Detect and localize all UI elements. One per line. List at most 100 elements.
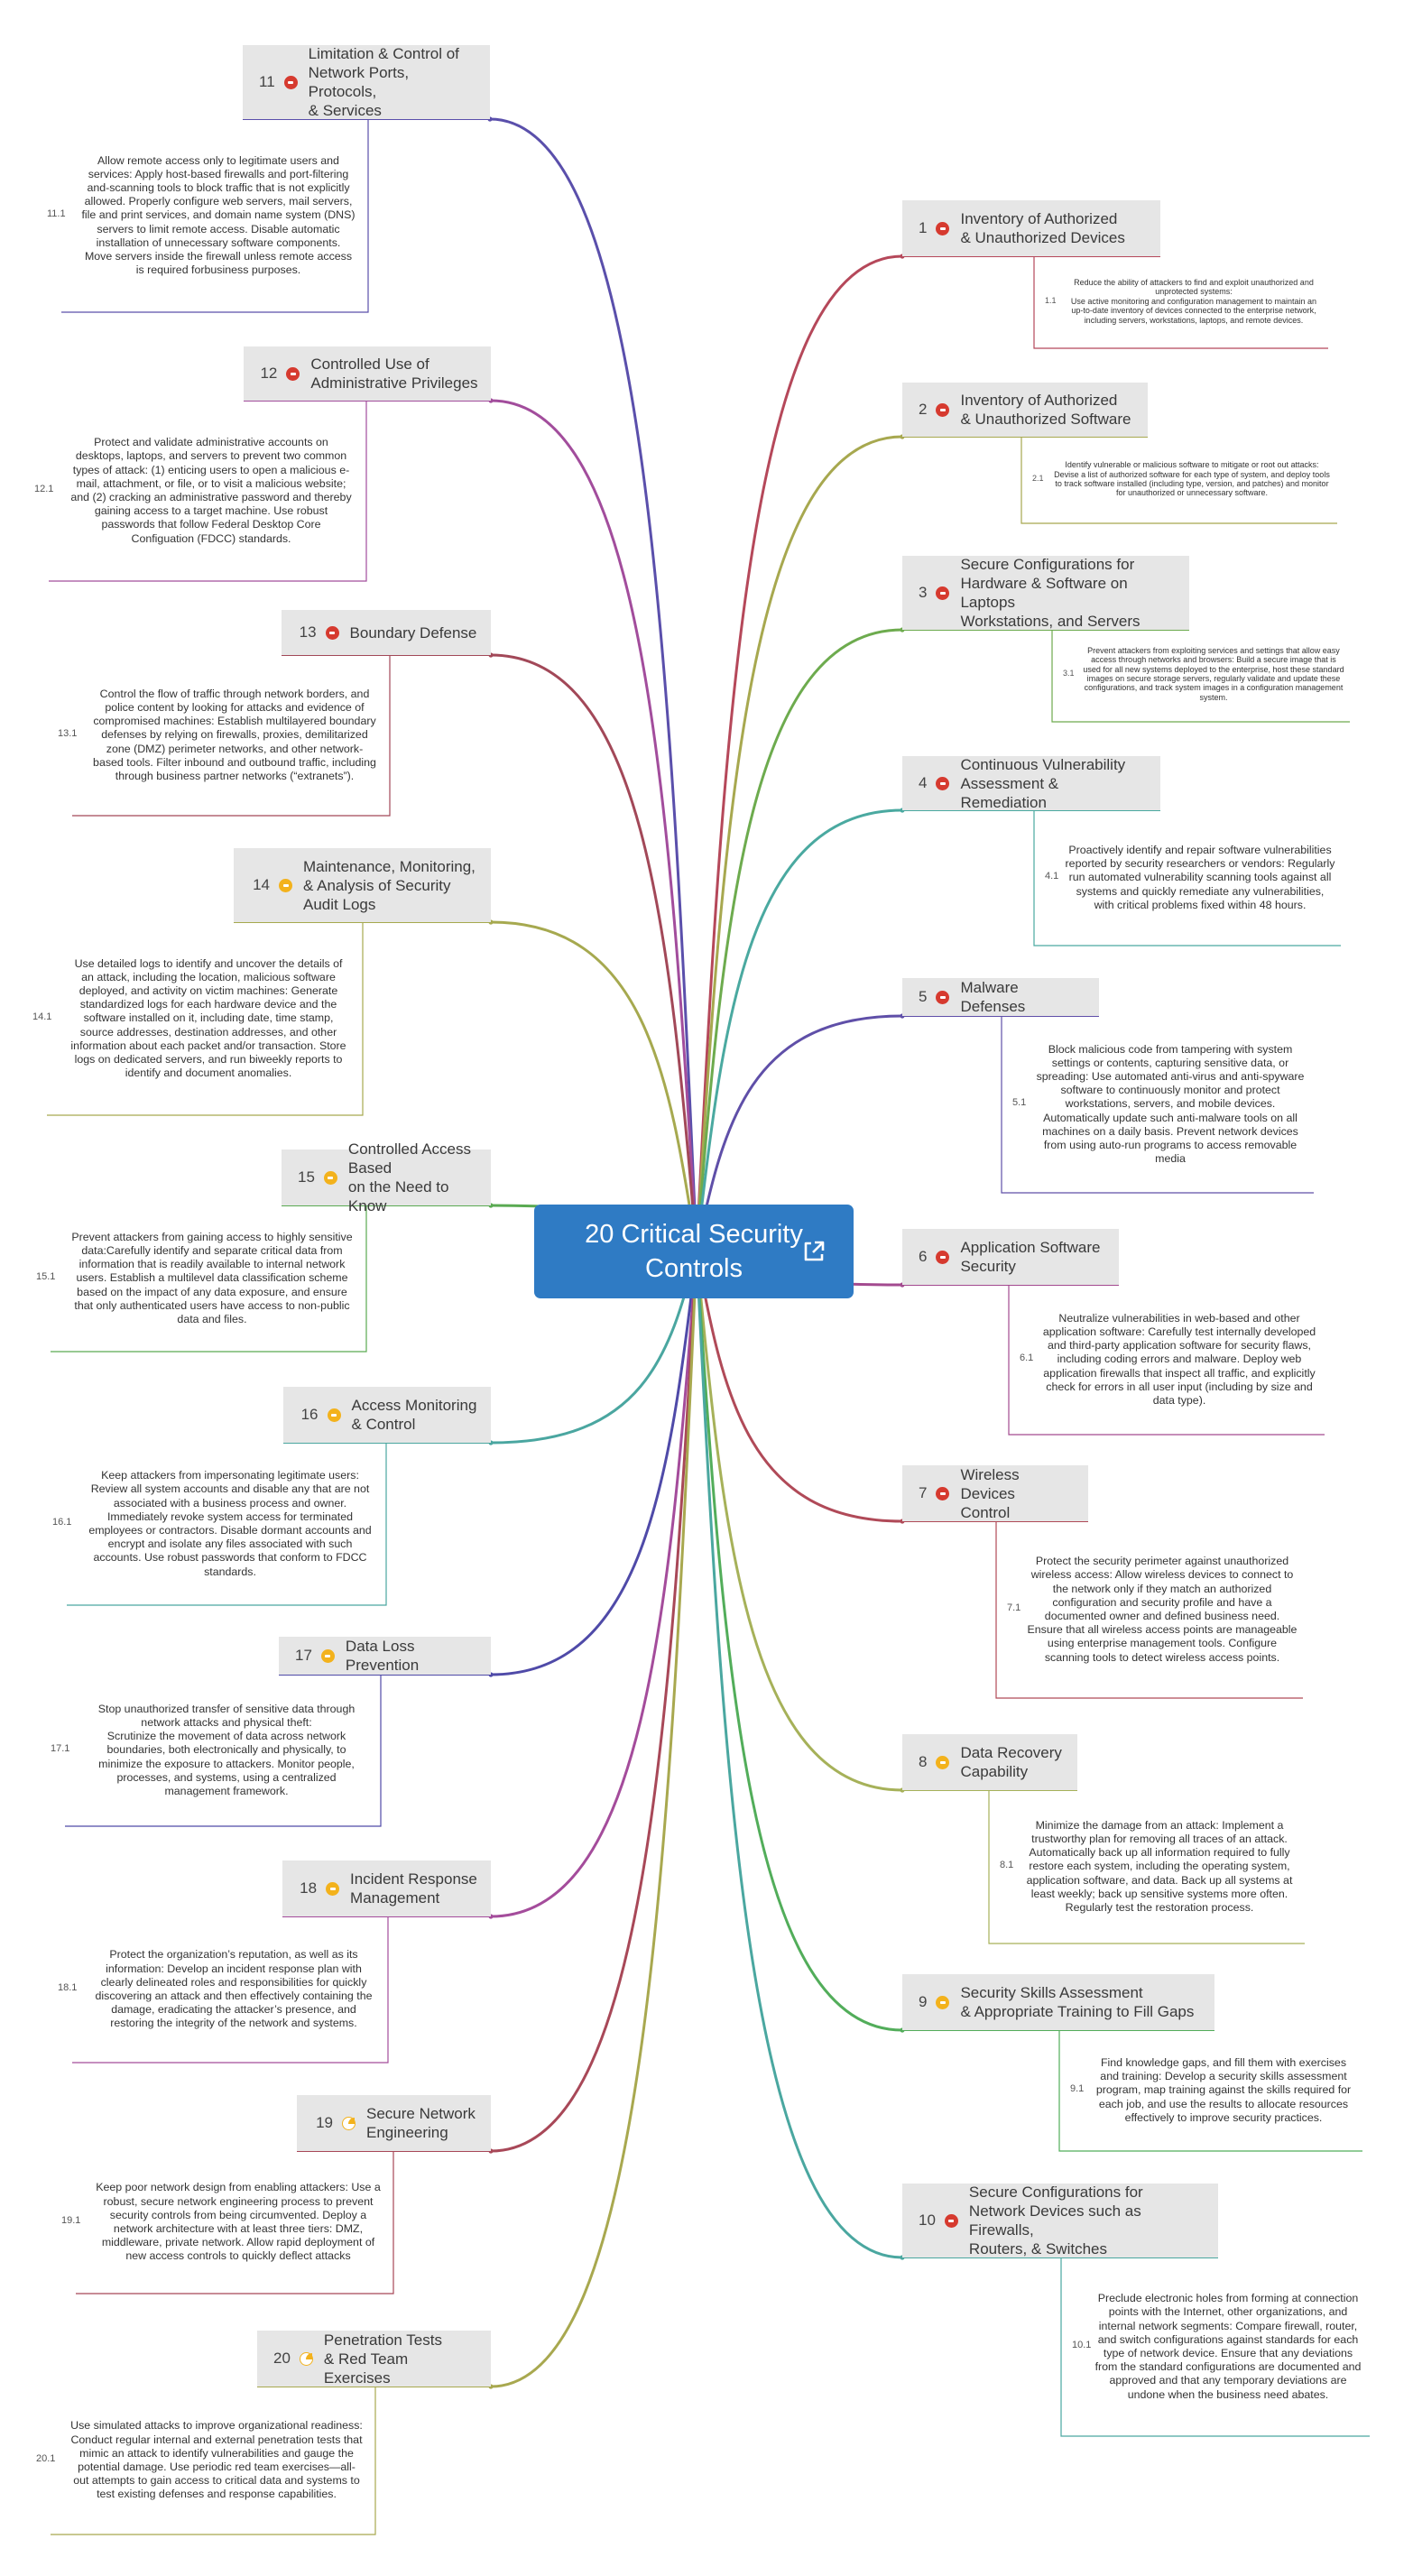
control-title: Secure Configurations for Hardware & Sof… — [960, 556, 1141, 630]
branch-line-12 — [490, 399, 698, 1252]
detail-number: 9.1 — [1070, 2083, 1085, 2094]
control-topic-2[interactable]: 2 Inventory of Authorized & Unauthorized … — [902, 383, 1148, 437]
detail-number: 18.1 — [58, 1982, 78, 1993]
detail-number: 12.1 — [34, 484, 54, 494]
control-detail-1[interactable]: 1.1 Reduce the ability of attackers to fi… — [1034, 254, 1328, 348]
detail-text: Protect the security perimeter against u… — [1027, 1555, 1298, 1664]
detail-number: 10.1 — [1072, 2340, 1092, 2350]
detail-number: 2.1 — [1032, 474, 1044, 483]
control-detail-12[interactable]: 12.1 Protect and validate administrative … — [34, 401, 366, 581]
control-number: 10 — [919, 2211, 936, 2229]
control-detail-9[interactable]: 9.1 Find knowledge gaps, and fill them wi… — [1059, 2030, 1362, 2151]
priority-medium-icon — [327, 1408, 341, 1422]
detail-text: Block malicious code from tampering with… — [1036, 1042, 1305, 1166]
detail-text: Keep attackers from impersonating legiti… — [88, 1469, 372, 1578]
control-title: Security Skills Assessment & Appropriate… — [960, 1984, 1195, 2020]
detail-number: 1.1 — [1045, 296, 1057, 305]
control-title: Inventory of Authorized & Unauthorized D… — [960, 210, 1125, 246]
control-title: Limitation & Control of Network Ports, P… — [308, 45, 459, 119]
priority-high-icon — [944, 2213, 958, 2228]
control-topic-3[interactable]: 3 Secure Configurations for Hardware & So… — [902, 556, 1189, 630]
detail-text: Identify vulnerable or malicious softwar… — [1054, 460, 1330, 498]
branch-line-19 — [490, 1251, 698, 2153]
detail-number: 11.1 — [47, 208, 66, 219]
detail-number: 5.1 — [1012, 1097, 1027, 1108]
priority-partial-icon — [341, 2116, 356, 2130]
detail-number: 4.1 — [1045, 871, 1059, 882]
priority-medium-icon — [279, 878, 293, 892]
detail-number: 3.1 — [1063, 669, 1075, 678]
branch-line-17 — [490, 1251, 698, 1676]
control-detail-11[interactable]: 11.1 Allow remote access only to legitima… — [47, 119, 368, 312]
control-number: 14 — [253, 876, 271, 893]
detail-number: 8.1 — [1000, 1860, 1014, 1870]
control-title: Inventory of Authorized & Unauthorized S… — [960, 392, 1131, 428]
detail-text: Prevent attackers from gaining access to… — [71, 1230, 353, 1325]
priority-high-icon — [936, 1486, 950, 1500]
control-number: 8 — [919, 1753, 928, 1770]
detail-number: 19.1 — [61, 2215, 81, 2226]
control-number: 2 — [919, 401, 928, 418]
control-detail-2[interactable]: 2.1 Identify vulnerable or malicious soft… — [1021, 435, 1337, 523]
control-number: 19 — [316, 2114, 333, 2131]
control-title: Malware Defenses — [960, 979, 1026, 1015]
detail-number: 17.1 — [51, 1743, 70, 1754]
control-number: 3 — [919, 584, 928, 601]
detail-number: 7.1 — [1007, 1602, 1021, 1613]
control-title: Secure Configurations for Network Device… — [968, 2184, 1143, 2257]
control-title: Access Monitoring & Control — [351, 1397, 477, 1433]
control-detail-5[interactable]: 5.1 Block malicious code from tampering w… — [1002, 1016, 1314, 1193]
branch-line-13 — [490, 653, 698, 1252]
detail-text: Allow remote access only to legitimate u… — [81, 153, 356, 277]
branch-line-3 — [695, 628, 903, 1252]
external-link-icon[interactable] — [801, 1239, 827, 1264]
control-topic-10[interactable]: 10 Secure Configurations for Network Devi… — [902, 2184, 1218, 2257]
detail-text: Neutralize vulnerabilities in web-based … — [1042, 1311, 1316, 1407]
control-title: Application Software Security — [960, 1239, 1101, 1275]
branch-line-9 — [695, 1251, 903, 2032]
detail-number: 14.1 — [32, 1011, 52, 1022]
control-topic-11[interactable]: 11 Limitation & Control of Network Ports,… — [243, 45, 490, 119]
control-detail-7[interactable]: 7.1 Protect the security perimeter agains… — [996, 1521, 1303, 1698]
control-number: 18 — [300, 1879, 318, 1897]
control-topic-5[interactable]: 5 Malware Defenses — [902, 978, 1099, 1016]
priority-medium-icon — [323, 1170, 337, 1185]
priority-high-icon — [325, 625, 339, 640]
detail-text: Protect and validate administrative acco… — [70, 436, 352, 545]
detail-text: Find knowledge gaps, and fill them with … — [1095, 2055, 1352, 2124]
control-detail-8[interactable]: 8.1 Minimize the damage from an attack: I… — [989, 1790, 1305, 1944]
control-number: 11 — [259, 73, 275, 90]
detail-text: Minimize the damage from an attack: Impl… — [1026, 1818, 1293, 1914]
central-topic[interactable]: 20 Critical Security Controls — [534, 1205, 854, 1298]
priority-high-icon — [283, 75, 298, 89]
control-number: 5 — [919, 988, 928, 1005]
detail-text: Reduce the ability of attackers to find … — [1070, 277, 1317, 325]
